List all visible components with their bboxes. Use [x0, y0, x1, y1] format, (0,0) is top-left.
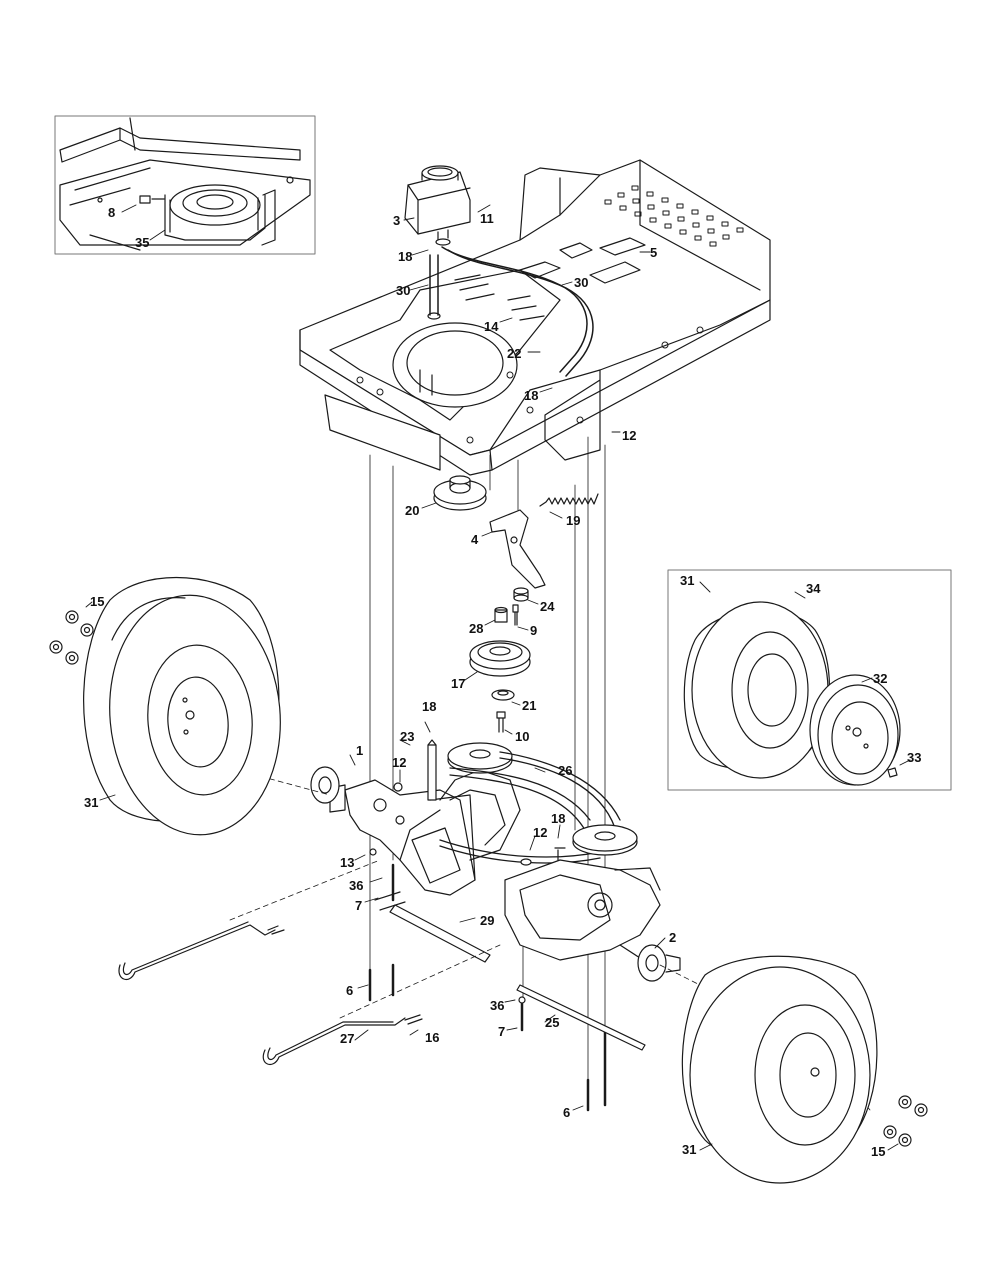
callout-32: 32 [873, 671, 888, 686]
callout-33: 33 [907, 750, 922, 765]
callout-21: 21 [522, 698, 537, 713]
callout-18-b: 18 [524, 388, 539, 403]
callout-7-b: 7 [498, 1024, 506, 1039]
pulley-20 [433, 475, 487, 511]
inset-wheel-assembly [683, 601, 901, 786]
callout-16: 16 [425, 1030, 440, 1045]
callout-15-a: 15 [90, 594, 105, 609]
callout-31-b: 31 [682, 1142, 697, 1157]
callout-20: 20 [405, 503, 420, 518]
callout-7-a: 7 [355, 898, 363, 913]
spring-19 [539, 493, 599, 507]
callout-2: 2 [669, 930, 677, 945]
inset-bracket-detail [59, 117, 311, 251]
callout-26: 26 [558, 763, 573, 778]
callout-8: 8 [108, 205, 116, 220]
callout-12-b: 12 [392, 755, 407, 770]
callout-13: 13 [340, 855, 355, 870]
callout-18-a: 18 [398, 249, 413, 264]
callout-30-a: 30 [396, 283, 411, 298]
callout-5: 5 [650, 245, 658, 260]
wheel-right [681, 955, 878, 1184]
callout-14: 14 [484, 319, 499, 334]
callout-6-b: 6 [563, 1105, 571, 1120]
chassis-frame [299, 159, 771, 476]
callout-35: 35 [135, 235, 150, 250]
bypass-rods [118, 921, 423, 1066]
transaxle-1 [310, 766, 521, 896]
transaxle-2 [504, 859, 681, 982]
drive-belt-26 [439, 742, 638, 864]
callout-11: 11 [480, 211, 494, 226]
callout-31-a: 31 [84, 795, 99, 810]
idler-arm-4 [489, 509, 546, 589]
inset-frame-top-left [54, 115, 316, 255]
idler-pulley-17 [469, 640, 531, 733]
callout-23: 23 [400, 729, 415, 744]
callout-3: 3 [393, 213, 401, 228]
callout-17: 17 [451, 676, 466, 691]
callout-36-b: 36 [490, 998, 505, 1013]
hydraulic-reservoir [404, 165, 471, 246]
callout-18-c: 18 [422, 699, 437, 714]
callout-28: 28 [469, 621, 484, 636]
callout-19: 19 [566, 513, 581, 528]
leader-lines [85, 204, 911, 1151]
callout-12-c: 12 [533, 825, 548, 840]
callout-29: 29 [480, 913, 495, 928]
callout-10: 10 [515, 729, 530, 744]
lug-nuts-right [883, 1095, 928, 1147]
callout-18-d: 18 [551, 811, 566, 826]
callout-15-b: 15 [871, 1144, 886, 1159]
hydraulic-hoses [427, 246, 594, 377]
rod-25 [516, 984, 646, 1051]
callout-25: 25 [545, 1015, 560, 1030]
callout-9: 9 [530, 623, 538, 638]
idler-hardware [494, 587, 529, 626]
callout-24: 24 [540, 599, 555, 614]
callout-36-a: 36 [349, 878, 364, 893]
callout-1: 1 [356, 743, 364, 758]
lug-nuts-left [49, 610, 94, 665]
rod-29 [389, 904, 491, 963]
callout-6-a: 6 [346, 983, 354, 998]
inset-frame-right [667, 569, 952, 791]
callout-4: 4 [471, 532, 479, 547]
callout-12-a: 12 [622, 428, 637, 443]
wheel-left [83, 577, 281, 836]
callout-34: 34 [806, 581, 821, 596]
callout-27: 27 [340, 1031, 355, 1046]
small-hardware [368, 739, 607, 1112]
callout-22: 22 [507, 346, 522, 361]
callout-30-b: 30 [574, 275, 589, 290]
alignment-lines [369, 436, 606, 1081]
callout-31-c: 31 [680, 573, 695, 588]
